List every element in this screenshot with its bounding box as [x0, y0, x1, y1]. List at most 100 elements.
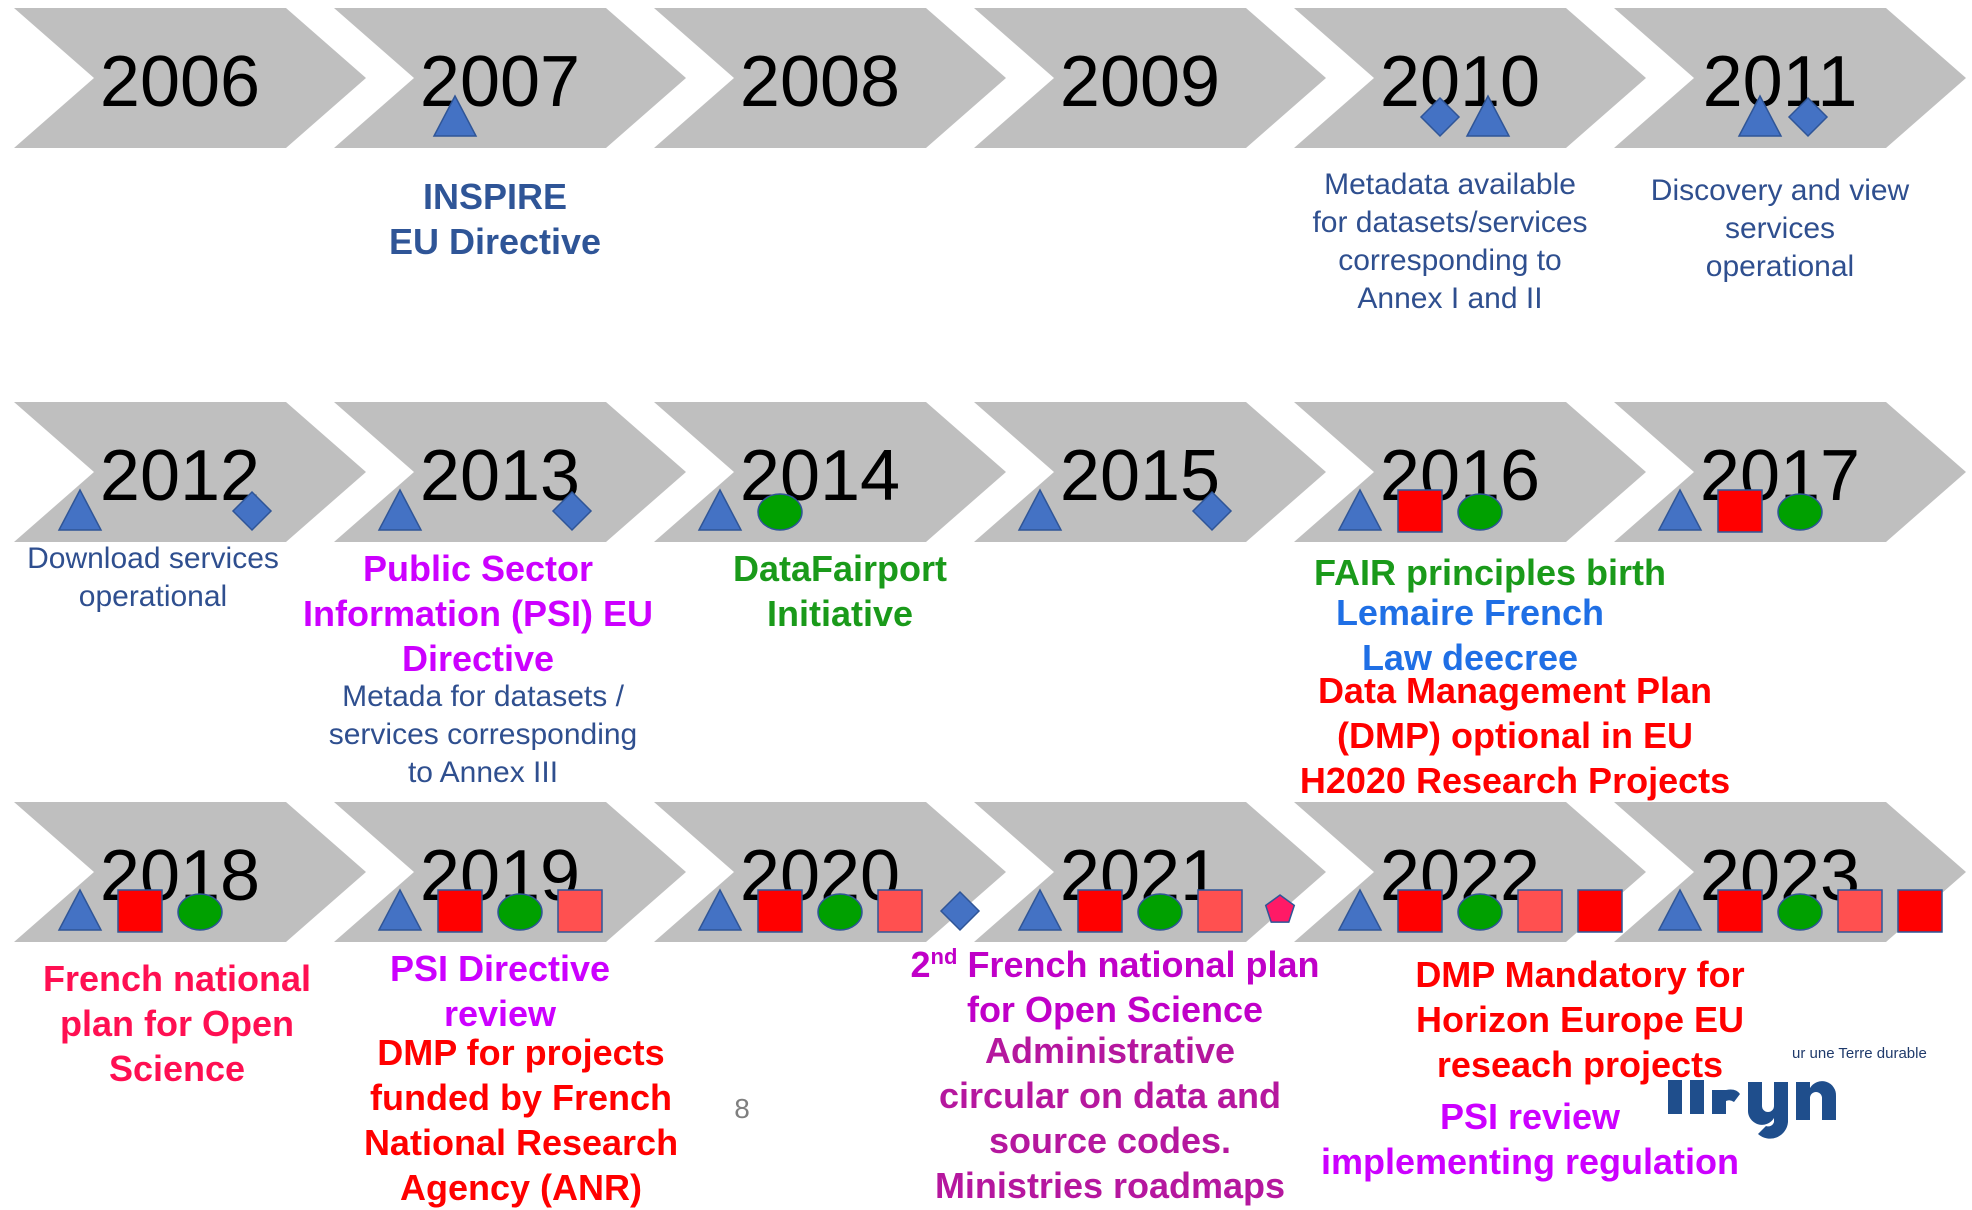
- year-label: 2007: [420, 42, 580, 122]
- event-line: plan for Open: [60, 1003, 294, 1044]
- event-line: EU Directive: [388, 221, 602, 262]
- chevron-shape: [14, 8, 366, 148]
- event-2007: INSPIRE EU Directive: [340, 174, 650, 264]
- square-marker: [1717, 489, 1763, 533]
- triangle-marker: [1657, 488, 1703, 531]
- chevron-shape: [974, 8, 1326, 148]
- chevron-shape: [14, 402, 366, 542]
- year-label: 2011: [1703, 42, 1858, 122]
- logo-tagline: ur une Terre durable: [1792, 1045, 1927, 1062]
- diamond-marker: [1191, 490, 1233, 532]
- light-square-marker: [1837, 889, 1883, 933]
- chevron-shape: [654, 402, 1006, 542]
- triangle-marker: [697, 888, 743, 931]
- event-line: operational: [1705, 250, 1855, 283]
- year-chevron-2014: 2014: [654, 402, 1006, 542]
- event-line: French national: [42, 958, 312, 999]
- circle-marker: [757, 493, 803, 531]
- year-chevron-2018: 2018: [14, 802, 366, 942]
- chevron-shape: [334, 402, 686, 542]
- ordinal-number: 2: [910, 944, 931, 985]
- event-2021-plan: 2nd French national plan for Open Scienc…: [880, 934, 1350, 1032]
- year-chevron-2010: 2010: [1294, 8, 1646, 148]
- square-marker: [1397, 889, 1443, 933]
- event-2018: French national plan for Open Science: [10, 956, 344, 1091]
- event-2016-lemaire: Lemaire French Law deecree: [1270, 590, 1670, 680]
- triangle-marker: [1337, 888, 1383, 931]
- event-2016-fair: FAIR principles birth: [1270, 550, 1710, 595]
- event-2021-circular: Administrative circular on data and sour…: [900, 1028, 1320, 1208]
- event-line: National Research: [363, 1122, 679, 1163]
- event-line: Download services: [27, 542, 279, 575]
- triangle-marker: [697, 488, 743, 531]
- event-line: Ministries roadmaps: [934, 1165, 1286, 1206]
- light-square-marker: [557, 889, 603, 933]
- event-line: H2020 Research Projects: [1299, 760, 1731, 801]
- chevron-shape: [974, 402, 1326, 542]
- event-line: 2nd French national plan: [880, 934, 1350, 987]
- year-chevron-2013: 2013: [334, 402, 686, 542]
- triangle-marker: [57, 488, 103, 531]
- event-line: Directive: [401, 638, 555, 679]
- triangle-marker: [1465, 94, 1511, 137]
- triangle-marker: [1737, 94, 1783, 137]
- year-chevron-2007: 2007: [334, 8, 686, 148]
- year-label: 2010: [1380, 42, 1540, 122]
- year-chevron-2009: 2009: [974, 8, 1326, 148]
- brgm-logo: ur une Terre durable: [1668, 1045, 1927, 1139]
- triangle-marker: [1017, 488, 1063, 531]
- diamond-marker: [1419, 96, 1461, 138]
- event-line: Metada for datasets /: [342, 680, 624, 713]
- year-label: 2006: [100, 42, 260, 122]
- chevron-shape: [654, 8, 1006, 148]
- event-2013-psi: Public Sector Information (PSI) EU Direc…: [278, 546, 678, 681]
- event-line: Discovery and view: [1650, 174, 1910, 207]
- event-line: for datasets/services: [1312, 206, 1588, 239]
- pentagon-marker: [1264, 894, 1296, 923]
- page-number: 8: [734, 1093, 750, 1124]
- event-line: Information (PSI) EU: [303, 593, 653, 634]
- triangle-marker: [377, 488, 423, 531]
- square-marker: [1717, 889, 1763, 933]
- year-chevron-2015: 2015: [974, 402, 1326, 542]
- event-line: Law deecree: [1361, 637, 1579, 678]
- diamond-marker: [1787, 96, 1829, 138]
- year-chevron-2011: 2011: [1614, 8, 1966, 148]
- year-label: 2009: [1060, 42, 1220, 122]
- event-line: implementing regulation: [1320, 1141, 1740, 1182]
- event-line: Metadata available: [1324, 168, 1576, 201]
- event-text: French national plan: [957, 944, 1320, 985]
- event-line: PSI review: [1439, 1096, 1621, 1137]
- triangle-marker: [1017, 888, 1063, 931]
- event-line: to Annex III: [407, 756, 559, 789]
- chevron-shape: [1614, 8, 1966, 148]
- event-2011: Discovery and view services operational: [1620, 172, 1940, 286]
- circle-marker: [1777, 893, 1823, 931]
- event-line: review: [443, 993, 557, 1034]
- event-2014: DataFairport Initiative: [680, 546, 1000, 636]
- event-line: DataFairport: [732, 548, 948, 589]
- year-chevron-2008: 2008: [654, 8, 1006, 148]
- diamond-marker: [231, 490, 273, 532]
- triangle-marker: [57, 888, 103, 931]
- logo-wordmark: [1668, 1080, 1837, 1139]
- circle-marker: [497, 893, 543, 931]
- event-2010: Metadata available for datasets/services…: [1290, 166, 1610, 318]
- year-label: 2008: [740, 42, 900, 122]
- circle-marker: [1457, 893, 1503, 931]
- event-line: (DMP) optional in EU: [1337, 715, 1693, 756]
- chevron-shape: [1614, 402, 1966, 542]
- event-line: funded by French: [369, 1077, 672, 1118]
- chevron-shape: [334, 8, 686, 148]
- year-label: 2013: [420, 436, 580, 516]
- event-line: Agency (ANR): [399, 1167, 642, 1208]
- year-chevron-2006: 2006: [14, 8, 366, 148]
- event-line: Data Management Plan: [1317, 670, 1713, 711]
- square-marker: [117, 889, 163, 933]
- light-square-marker: [1197, 889, 1243, 933]
- circle-marker: [1137, 893, 1183, 931]
- square-marker: [437, 889, 483, 933]
- event-2022-psi: PSI review implementing regulation: [1300, 1094, 1760, 1184]
